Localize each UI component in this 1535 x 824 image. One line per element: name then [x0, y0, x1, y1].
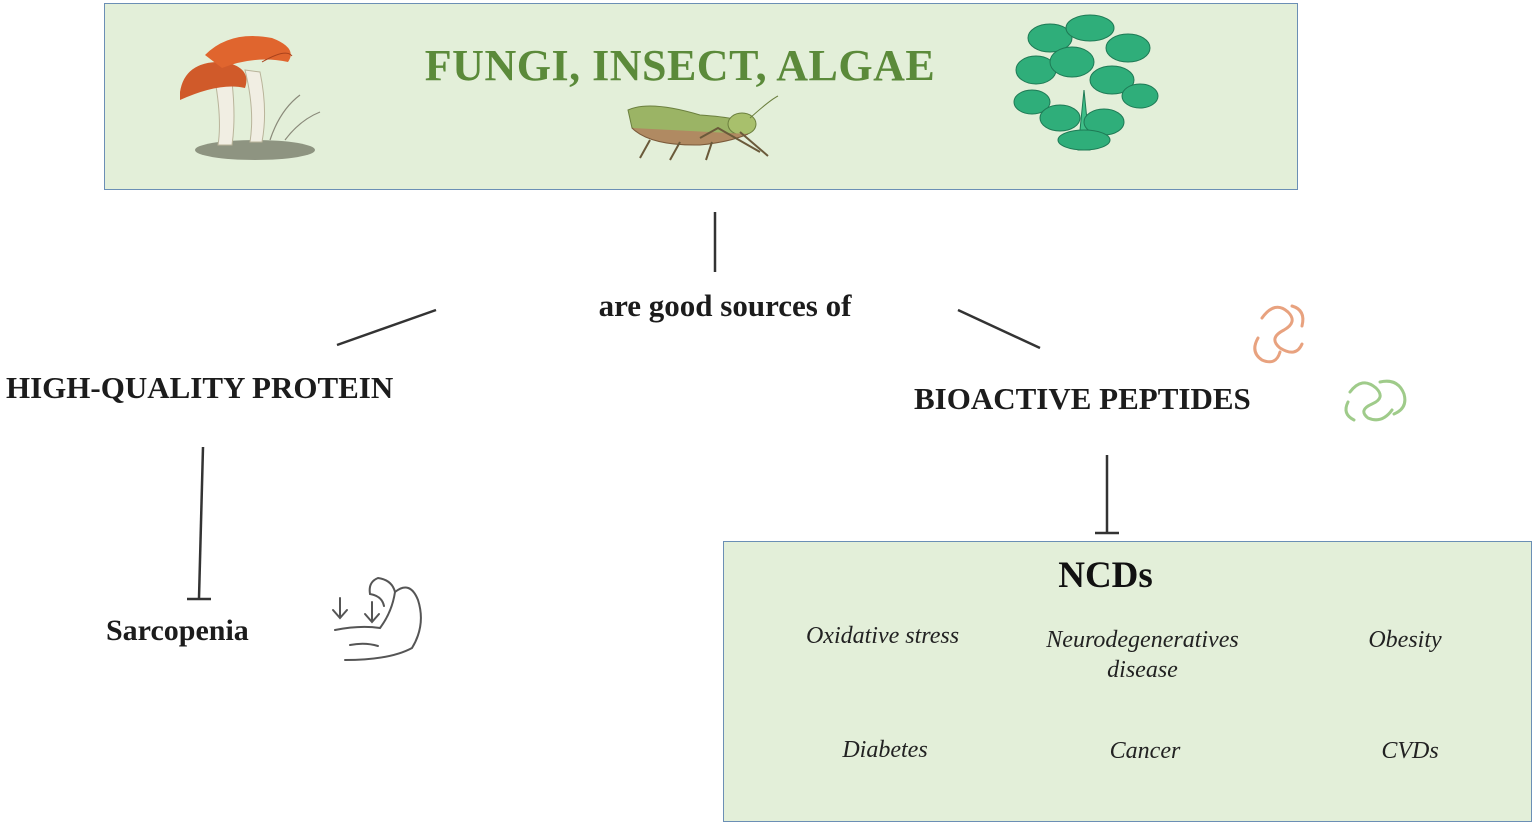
ncd-item-obesity: Obesity: [1368, 627, 1442, 653]
protein-node: HIGH-QUALITY PROTEIN: [6, 370, 394, 405]
ncd-item-neurodegenerative: Neurodegeneratives disease: [1046, 627, 1239, 683]
left-branch: [336, 308, 437, 347]
ncd-item-oxidative-stress: Oxidative stress: [805, 623, 960, 649]
sources-title: FUNGI, INSECT, ALGAE: [424, 41, 936, 90]
peptides-node: BIOACTIVE PEPTIDES: [914, 381, 1251, 416]
ncd-item-cvds: CVDs: [1381, 738, 1439, 764]
peptide-chain-orange: [1253, 304, 1305, 364]
sarcopenia-node: Sarcopenia: [106, 614, 249, 647]
sources-box: [104, 3, 1298, 190]
protein-inhibit-line: [197, 446, 205, 599]
ncd-box: [723, 541, 1532, 822]
ncd-title: NCDs: [1058, 555, 1153, 596]
right-branch: [957, 308, 1041, 350]
connector-label: are good sources of: [598, 288, 852, 323]
peptide-chain-green: [1344, 379, 1407, 422]
ncd-item-diabetes: Diabetes: [842, 737, 928, 763]
ncd-item-cancer: Cancer: [1109, 738, 1181, 764]
